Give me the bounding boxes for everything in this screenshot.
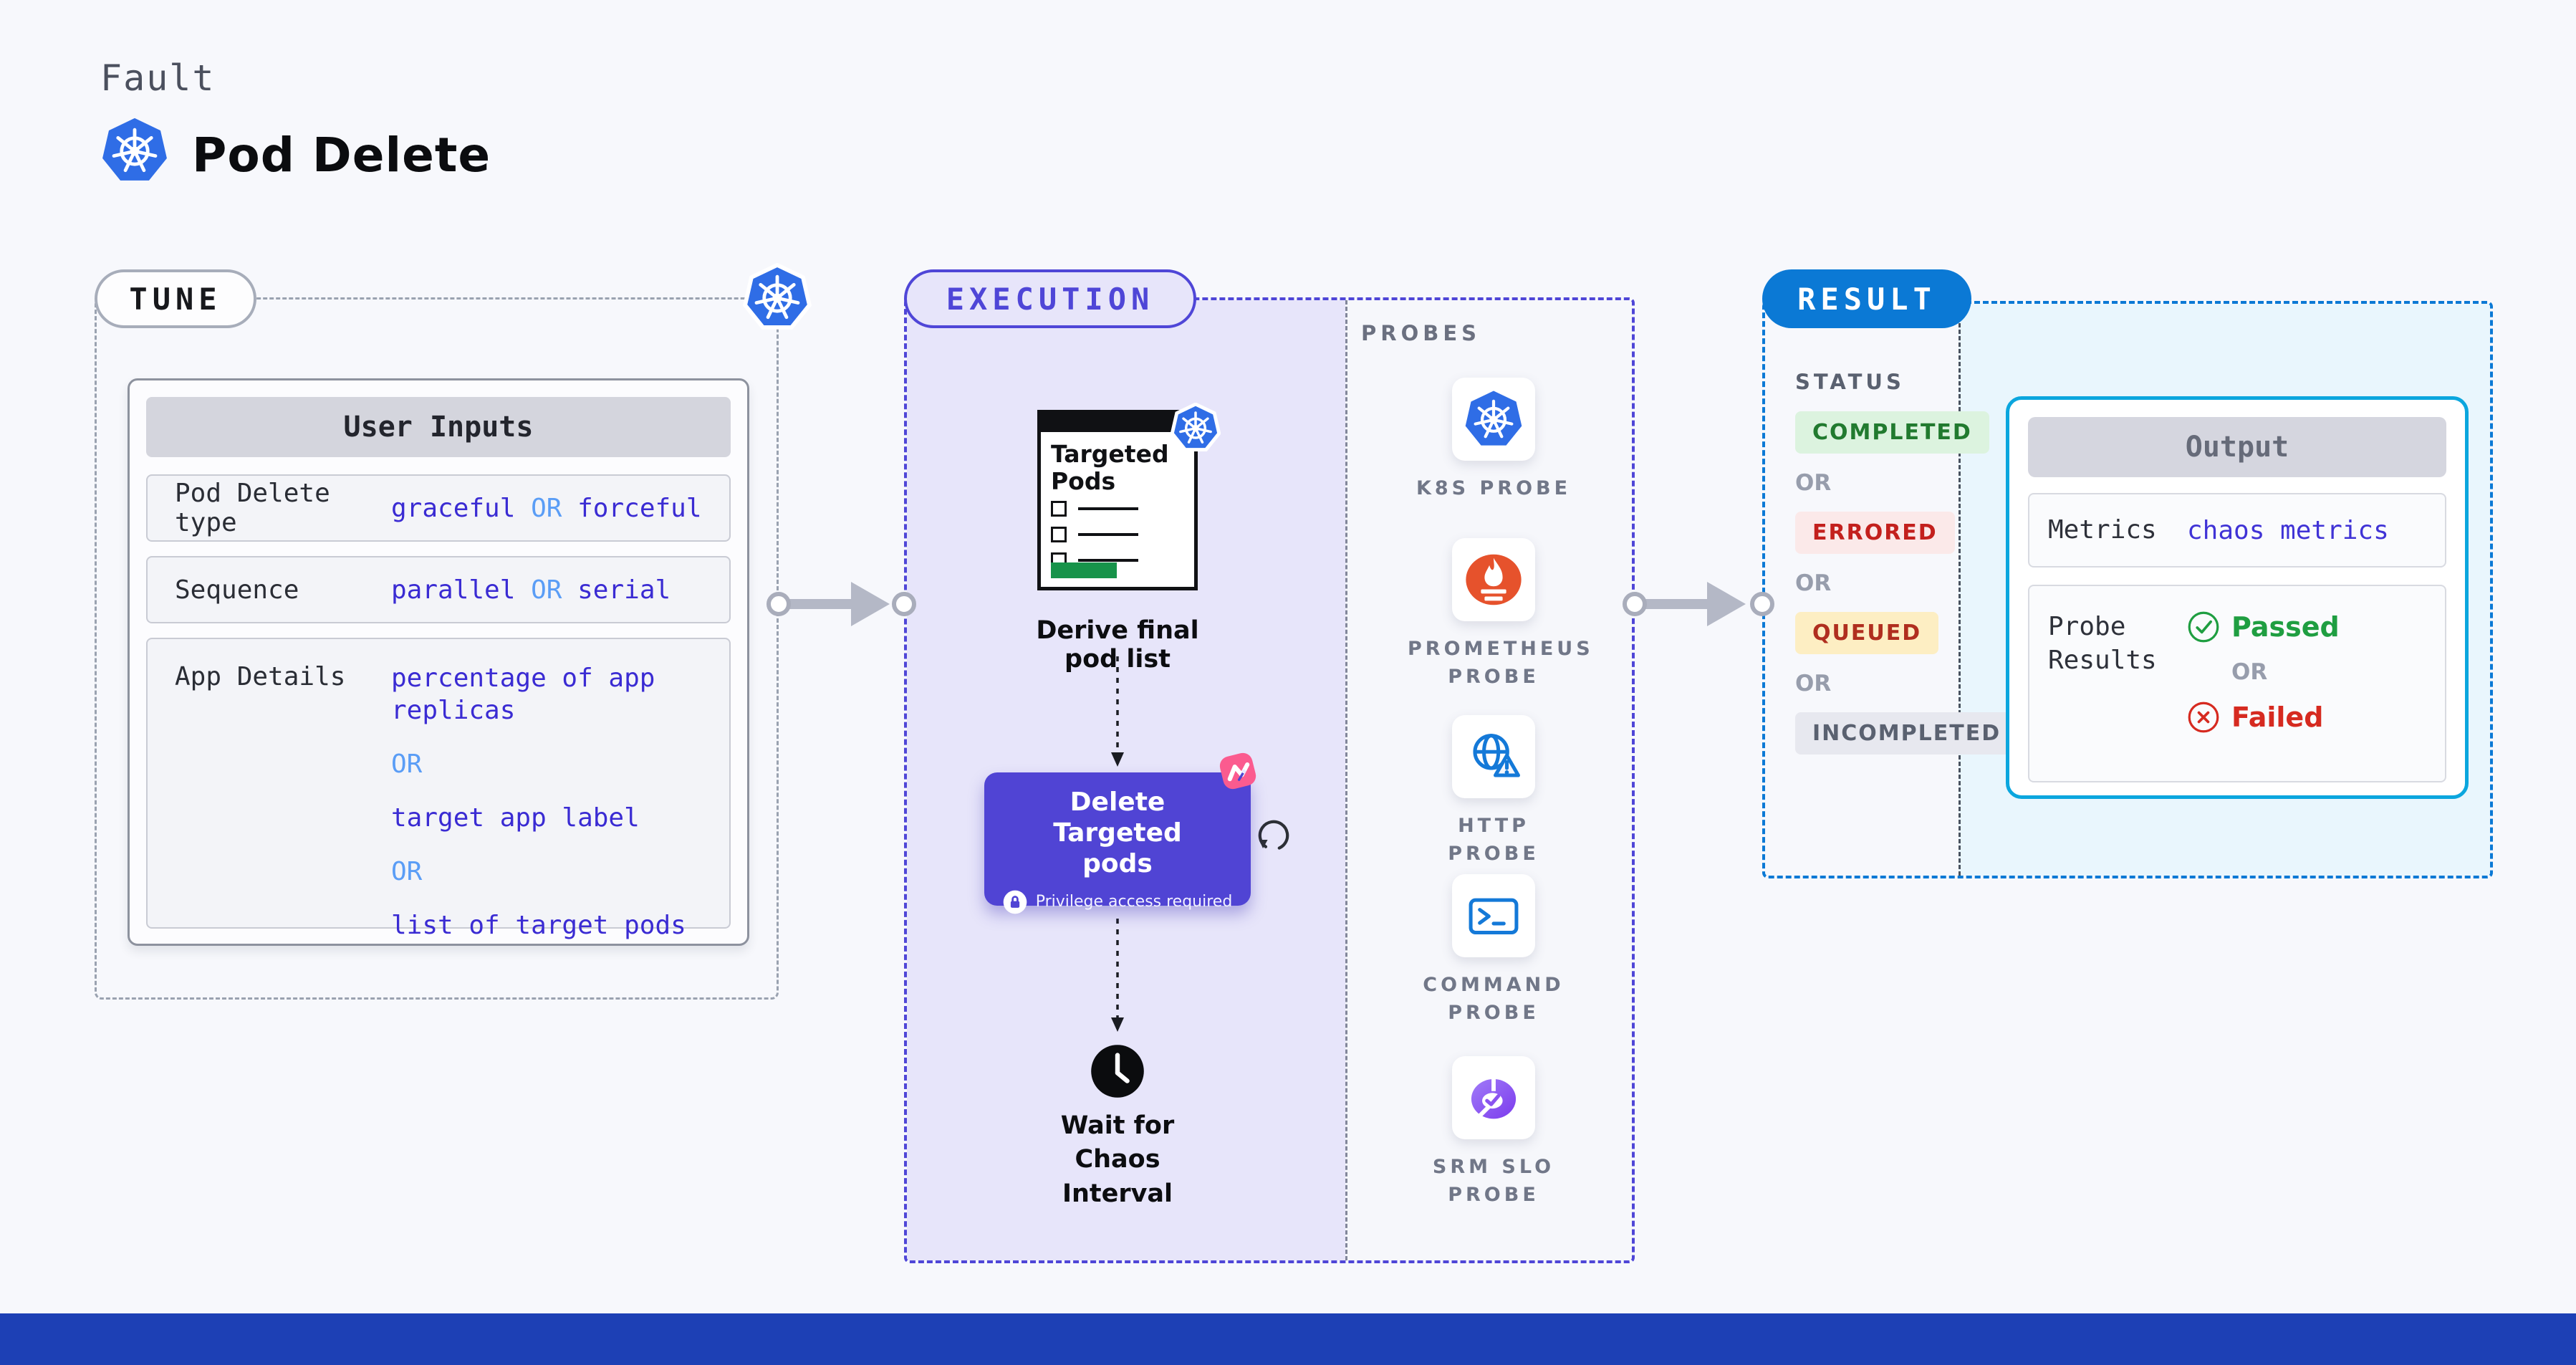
refresh-icon (1252, 814, 1295, 857)
probe-results-or: OR (2231, 659, 2268, 685)
footer-bar (0, 1313, 2576, 1365)
lock-icon (1003, 890, 1027, 914)
prometheus-icon (1466, 554, 1522, 605)
metrics-label: Metrics (2048, 514, 2157, 545)
row-value: graceful OR forceful (391, 493, 702, 523)
document-title: Targeted Pods (1051, 440, 1169, 495)
terminal-icon (1469, 898, 1519, 935)
metrics-row: Metrics chaos metrics (2028, 493, 2446, 567)
status-heading: STATUS (1795, 370, 1905, 394)
status-or: OR (1795, 470, 1832, 496)
input-row-sequence: Sequence parallel OR serial (146, 556, 731, 623)
probes-heading: PROBES (1361, 321, 1481, 345)
tune-section (95, 297, 779, 1000)
kubernetes-icon (1465, 391, 1522, 446)
probe-results-values: Passed OR Failed (2187, 610, 2340, 734)
execution-badge: EXECUTION (904, 269, 1196, 328)
checkbox-row (1051, 501, 1138, 517)
x-circle-icon (2188, 701, 2219, 733)
checkbox-row (1051, 527, 1138, 542)
probe-label: K8S PROBE (1416, 477, 1572, 499)
probe-card-k8s (1452, 378, 1535, 461)
flow-arrow-down (1111, 656, 1124, 767)
targeted-pods-document: Targeted Pods (1037, 410, 1198, 590)
probe-label: PROMETHEUS PROBE (1408, 638, 1594, 689)
probe-card-prometheus (1452, 538, 1535, 621)
probe-label: COMMAND PROBE (1423, 974, 1565, 1025)
metrics-value: chaos metrics (2187, 515, 2389, 545)
failed-label: Failed (2231, 701, 2324, 733)
arrow-execution-to-result (1623, 582, 1774, 626)
fault-eyebrow: Fault (100, 57, 216, 99)
clock-icon (1089, 1043, 1146, 1103)
status-badge-errored: ERRORED (1795, 512, 1955, 554)
slo-pie-icon (1471, 1078, 1517, 1119)
progress-bar (1051, 562, 1117, 578)
chaos-logo-icon (1213, 747, 1262, 795)
row-label: Sequence (175, 575, 299, 605)
kubernetes-icon (742, 262, 812, 332)
status-badge-completed: COMPLETED (1795, 411, 1989, 454)
flow-arrow-down (1111, 919, 1124, 1032)
row-label: App Details (175, 662, 346, 691)
row-value: percentage of app replicas OR target app… (391, 664, 686, 940)
probe-results-row: Probe Results Passed OR Failed (2028, 585, 2446, 782)
user-inputs-title: User Inputs (146, 397, 731, 457)
globe-warning-icon (1473, 734, 1520, 777)
check-circle-icon (2188, 611, 2219, 643)
tune-badge: TUNE (95, 269, 256, 328)
kubernetes-icon (100, 116, 169, 185)
page-title: Pod Delete (192, 128, 491, 183)
probe-label: SRM SLO PROBE (1432, 1156, 1555, 1207)
wait-for-chaos-interval-label: Wait for Chaos Interval (1060, 1111, 1175, 1208)
status-or: OR (1795, 570, 1832, 596)
probe-card-command (1452, 874, 1535, 957)
input-row-app-details: App Details percentage of app replicas O… (146, 638, 731, 940)
output-title: Output (2028, 417, 2446, 477)
row-label: Pod Delete type (175, 479, 330, 537)
arrow-tune-to-execution (766, 582, 916, 626)
input-row-pod-delete-type: Pod Delete type graceful OR forceful (146, 474, 731, 542)
row-value: parallel OR serial (391, 575, 671, 605)
delete-button-label: Delete Targeted pods (1053, 787, 1182, 879)
document-header-bar (1041, 413, 1194, 432)
status-badge-queued: QUEUED (1795, 612, 1939, 654)
output-card: Output Metrics chaos metrics Probe Resul… (2006, 396, 2469, 799)
privilege-note: Privilege access required (1003, 890, 1232, 914)
probe-label: HTTP PROBE (1448, 815, 1539, 866)
probe-results-label: Probe Results (2048, 612, 2157, 675)
result-badge: RESULT (1762, 269, 1971, 328)
probe-card-http (1452, 715, 1535, 798)
status-badge-incompleted: INCOMPLETED (1795, 712, 2019, 755)
status-divider (1959, 304, 1961, 876)
probe-card-srm-slo (1452, 1056, 1535, 1139)
kubernetes-icon (1170, 402, 1221, 453)
delete-targeted-pods-button[interactable]: Delete Targeted pods Privilege access re… (984, 772, 1251, 914)
probes-divider (1345, 300, 1347, 1260)
passed-label: Passed (2231, 611, 2340, 643)
status-or: OR (1795, 671, 1832, 696)
